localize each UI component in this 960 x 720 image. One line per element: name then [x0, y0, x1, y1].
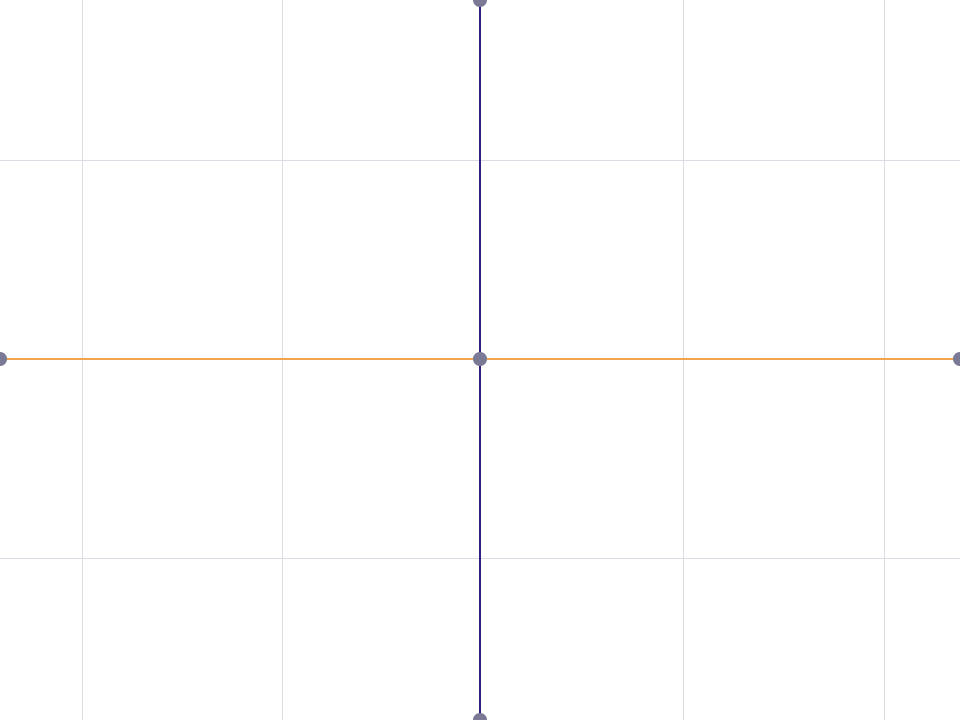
node-top[interactable] [473, 0, 487, 7]
node-right[interactable] [953, 352, 960, 366]
node-center[interactable] [473, 352, 487, 366]
node-bottom[interactable] [473, 713, 487, 720]
node-left[interactable] [0, 352, 7, 366]
